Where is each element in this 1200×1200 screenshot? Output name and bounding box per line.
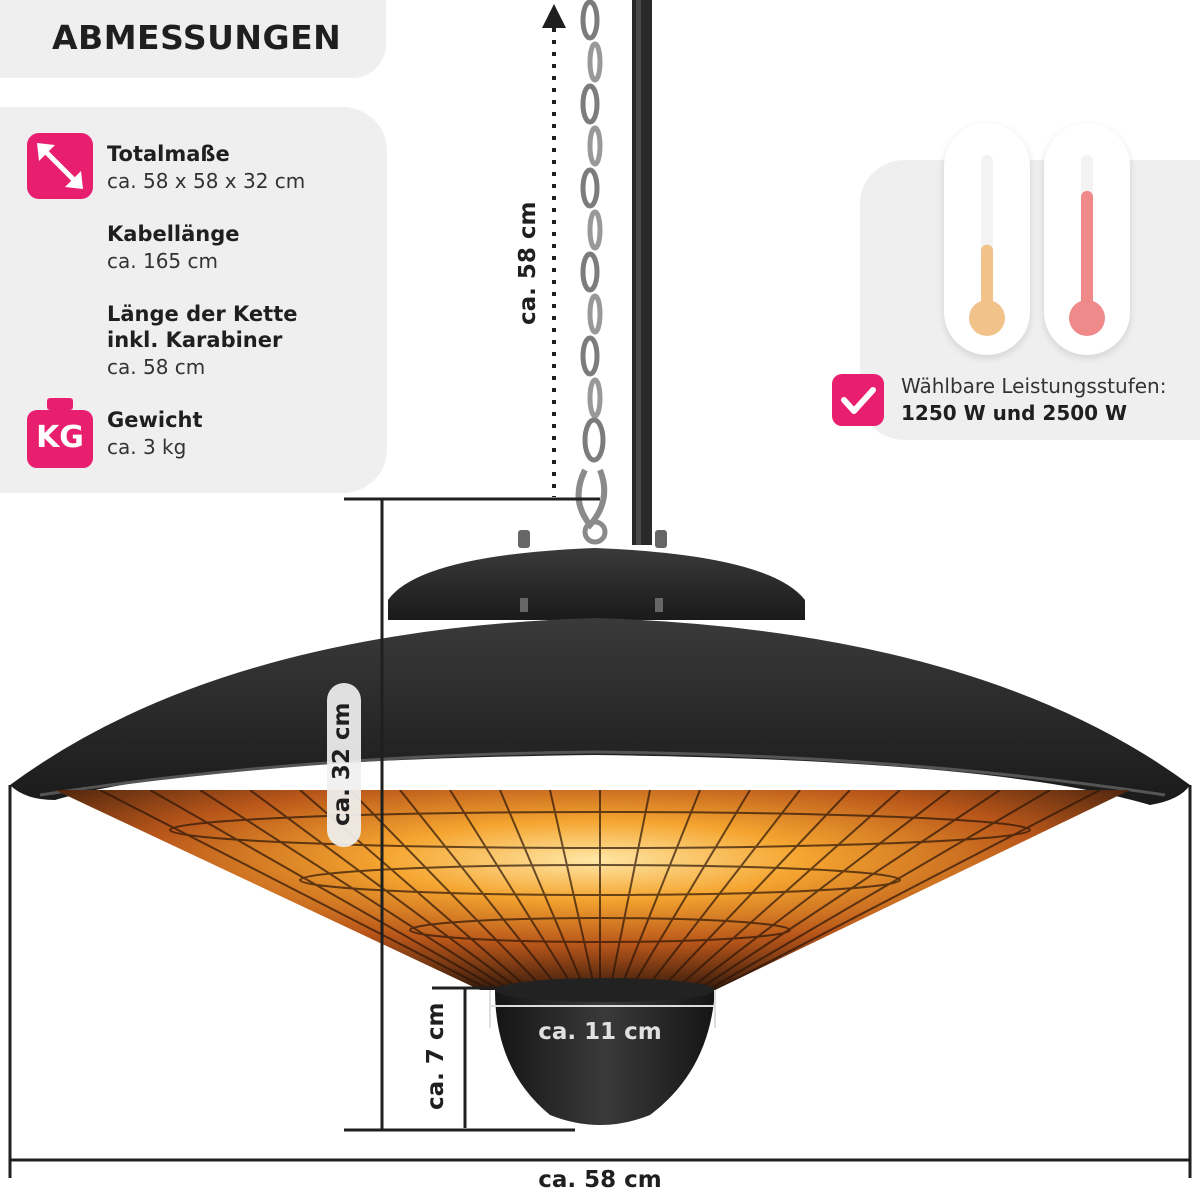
dimension-lines [8, 4, 1192, 1178]
dim-chain-label: ca. 58 cm [515, 201, 541, 325]
spec-weight-value: ca. 3 kg [107, 435, 187, 459]
spec-chain-label-line2: inkl. Karabiner [107, 328, 283, 352]
resize-diagonal-icon [27, 133, 93, 199]
dim-bottom-width-label: ca. 11 cm [538, 1019, 662, 1045]
heater-cap [388, 548, 805, 620]
heating-element [55, 790, 1130, 990]
spec-cable-label: Kabellänge [107, 222, 240, 246]
weight-kg-icon: KG [27, 398, 93, 468]
spec-chain-value: ca. 58 cm [107, 355, 206, 379]
heater-base-pod [495, 990, 715, 1125]
thermometer-low-icon [969, 155, 1005, 336]
power-panel [860, 160, 1200, 440]
heater-shade [10, 618, 1190, 805]
spec-total-value: ca. 58 x 58 x 32 cm [107, 169, 306, 193]
spec-total-label: Totalmaße [107, 142, 230, 166]
chain [575, 0, 608, 545]
power-value: 1250 W und 2500 W [901, 401, 1128, 425]
dim-height-pill [327, 683, 361, 847]
thermometer-low-fill [981, 244, 993, 318]
weight-kg-icon-text: KG [36, 420, 84, 455]
checkmark-icon [832, 374, 884, 426]
thermometer-high-icon [1069, 155, 1105, 336]
page-title: ABMESSUNGEN [52, 18, 342, 57]
thermometer-high-fill [1081, 190, 1093, 318]
thermometer-low-card [944, 123, 1030, 355]
spec-chain-label-line1: Länge der Kette [107, 302, 298, 326]
dim-width-label: ca. 58 cm [538, 1167, 662, 1193]
dim-height-label: ca. 32 cm [329, 702, 355, 826]
spec-cable-value: ca. 165 cm [107, 249, 218, 273]
power-label: Wählbare Leistungsstufen: [901, 374, 1167, 398]
dim-bottom-height-label: ca. 7 cm [423, 1002, 449, 1110]
spec-weight-label: Gewicht [107, 408, 203, 432]
thermometer-high-card [1044, 123, 1130, 355]
ceiling-pole [632, 0, 652, 545]
title-tab [0, 0, 386, 78]
